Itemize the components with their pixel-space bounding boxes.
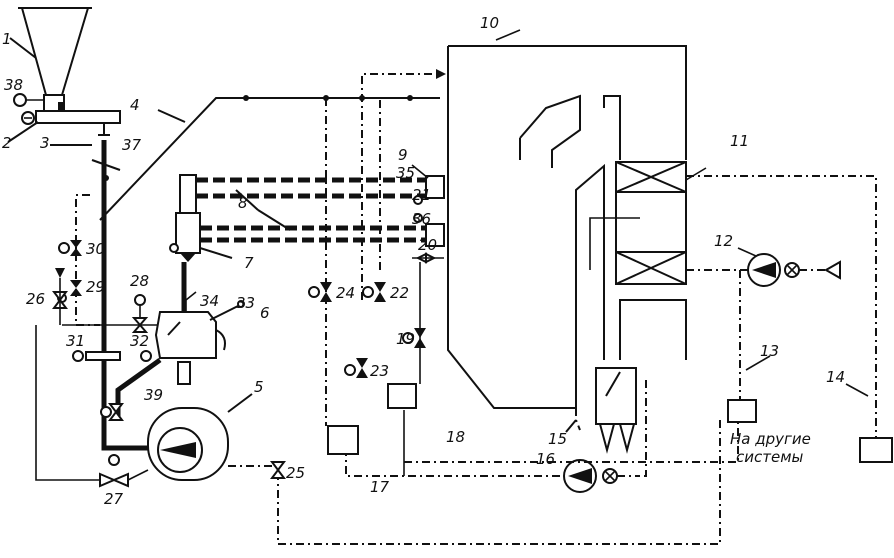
label-38: 38 — [4, 76, 23, 94]
supply-line-top — [361, 69, 446, 300]
label-19: 19 — [396, 330, 415, 348]
label-33: 33 — [236, 294, 255, 312]
label-10: 10 — [480, 14, 499, 32]
label-9: 9 — [398, 146, 408, 164]
label-34: 34 — [200, 292, 219, 310]
label-6: 6 — [260, 304, 270, 322]
note-line-2: системы — [736, 448, 804, 466]
label-12: 12 — [714, 232, 733, 250]
label-5: 5 — [254, 378, 264, 396]
note-other-systems: На другие системы — [730, 430, 811, 466]
label-15: 15 — [548, 430, 567, 448]
gas-lines — [308, 98, 560, 477]
label-13: 13 — [760, 342, 779, 360]
hopper — [9, 7, 92, 112]
label-32: 32 — [130, 332, 149, 350]
shutter-38 — [13, 93, 44, 125]
label-21: 21 — [412, 186, 431, 204]
burners — [411, 164, 445, 264]
burner-ducts-8 — [196, 177, 426, 243]
label-28: 28 — [130, 272, 149, 290]
label-18: 18 — [446, 428, 465, 446]
label-20: 20 — [418, 236, 437, 254]
label-7: 7 — [244, 254, 254, 272]
instruments-31-28-32 — [62, 294, 160, 362]
label-8: 8 — [238, 194, 248, 212]
blower-5 — [147, 393, 286, 481]
mill-6 — [154, 262, 245, 385]
fan-12 — [686, 247, 841, 287]
cyclone-7 — [169, 174, 233, 262]
number-labels: 1 38 2 3 4 37 30 29 26 28 31 32 34 33 6 … — [2, 14, 845, 508]
label-22: 22 — [390, 284, 409, 302]
label-24: 24 — [336, 284, 355, 302]
label-37: 37 — [122, 136, 142, 154]
label-27: 27 — [104, 490, 124, 508]
label-31: 31 — [66, 332, 85, 350]
label-26: 26 — [26, 290, 45, 308]
valve-group-left — [52, 240, 82, 325]
pump-16 — [277, 420, 739, 545]
feeder — [7, 110, 121, 143]
label-11: 11 — [730, 132, 749, 150]
label-17: 17 — [370, 478, 390, 496]
label-4: 4 — [130, 96, 140, 114]
label-36: 36 — [412, 210, 431, 228]
valves-27-39 — [35, 325, 162, 488]
label-35: 35 — [396, 164, 415, 182]
air-duct-4 — [99, 95, 440, 221]
label-14: 14 — [826, 368, 845, 386]
label-3: 3 — [40, 134, 50, 152]
outlets-13-14 — [686, 175, 893, 463]
label-30: 30 — [86, 240, 105, 258]
note-line-1: На другие — [730, 430, 811, 448]
precipitator-15 — [565, 300, 647, 477]
label-2: 2 — [2, 134, 12, 152]
label-1: 1 — [2, 30, 12, 48]
heat-exchanger-11 — [589, 161, 707, 285]
label-16: 16 — [536, 450, 555, 468]
label-39: 39 — [144, 386, 163, 404]
label-25: 25 — [286, 464, 305, 482]
label-23: 23 — [370, 362, 389, 380]
label-29: 29 — [86, 278, 105, 296]
